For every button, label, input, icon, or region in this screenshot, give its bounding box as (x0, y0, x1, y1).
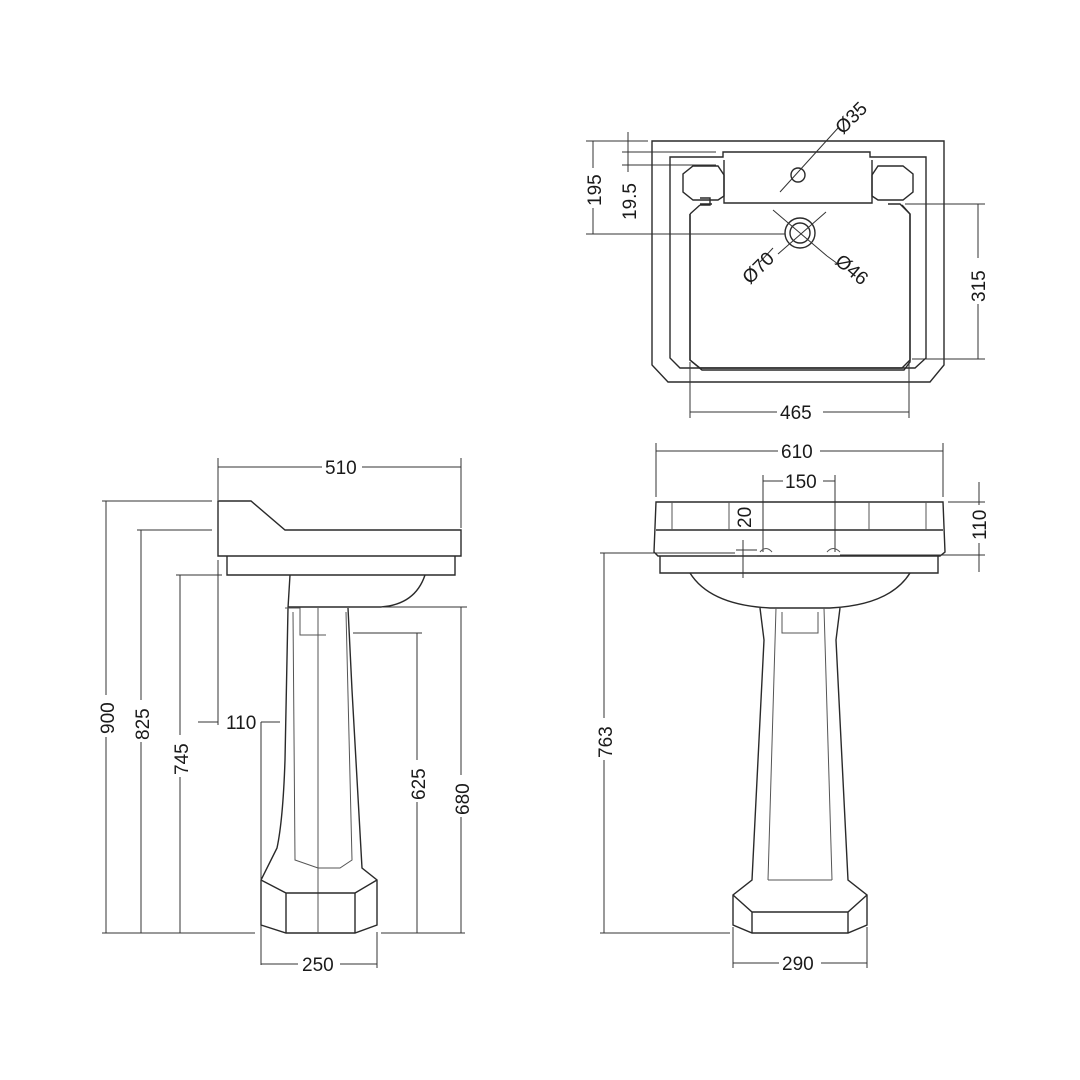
dim-dia-35: Ø35 (832, 98, 872, 138)
dim-465: 465 (780, 403, 812, 424)
dim-250: 250 (302, 955, 334, 976)
dim-195: 195 (585, 174, 606, 206)
dim-900: 900 (98, 702, 119, 734)
dim-110-rim: 110 (970, 510, 991, 540)
dim-315: 315 (969, 270, 990, 302)
dim-dia-46: Ø46 (831, 251, 872, 290)
dim-150: 150 (785, 472, 817, 493)
dim-20: 20 (735, 507, 756, 528)
plan-view: 195 19.5 Ø35 Ø70 Ø46 315 465 (582, 98, 990, 424)
dim-825: 825 (133, 708, 154, 740)
dim-610: 610 (781, 442, 813, 463)
dim-745: 745 (172, 743, 193, 775)
side-view: 510 900 825 745 110 625 (96, 455, 474, 976)
dim-625: 625 (409, 768, 430, 800)
dim-290: 290 (782, 954, 814, 975)
front-view: 610 150 20 110 (593, 440, 991, 975)
dim-680: 680 (453, 783, 474, 815)
dim-510: 510 (325, 458, 357, 479)
dim-763: 763 (596, 726, 617, 758)
dim-110-offset: 110 (226, 713, 256, 734)
dim-dia-70: Ø70 (739, 248, 779, 288)
dim-19-5: 19.5 (620, 183, 641, 220)
